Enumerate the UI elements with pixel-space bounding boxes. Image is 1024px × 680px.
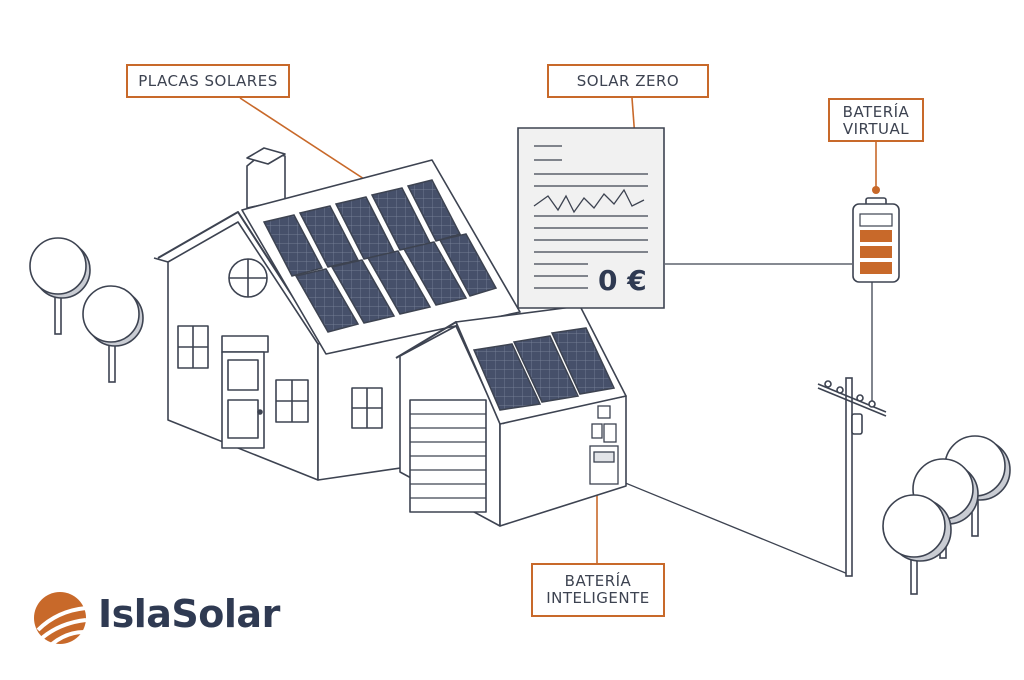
smart-battery-unit bbox=[589, 405, 619, 485]
battery-icon bbox=[852, 197, 900, 283]
label-text-line1: BATERÍA bbox=[564, 572, 632, 590]
solar-panel-icon bbox=[472, 327, 616, 411]
label-solar-zero: SOLAR ZERO bbox=[547, 64, 709, 98]
tree-icon bbox=[882, 435, 1011, 595]
brand-name: IslaSolar bbox=[98, 592, 280, 636]
label-solar-panels: PLACAS SOLARES bbox=[126, 64, 290, 98]
label-text-line2: VIRTUAL bbox=[842, 120, 910, 138]
label-text: SOLAR ZERO bbox=[576, 72, 680, 90]
brand-logo: IslaSolar bbox=[30, 590, 330, 650]
label-text-line1: BATERÍA bbox=[842, 103, 910, 121]
sun-flame-logo bbox=[34, 592, 87, 646]
utility-pole-icon bbox=[817, 377, 887, 577]
bill-amount: 0 € bbox=[598, 264, 647, 297]
solar-panel-icon bbox=[262, 179, 498, 333]
label-virtual-battery: BATERÍA VIRTUAL bbox=[828, 98, 924, 142]
label-smart-battery: BATERÍA INTELIGENTE bbox=[531, 563, 665, 617]
bill-document-icon bbox=[517, 127, 665, 309]
label-text: PLACAS SOLARES bbox=[138, 72, 278, 90]
tree-icon bbox=[29, 237, 144, 383]
label-text-line2: INTELIGENTE bbox=[546, 589, 650, 607]
